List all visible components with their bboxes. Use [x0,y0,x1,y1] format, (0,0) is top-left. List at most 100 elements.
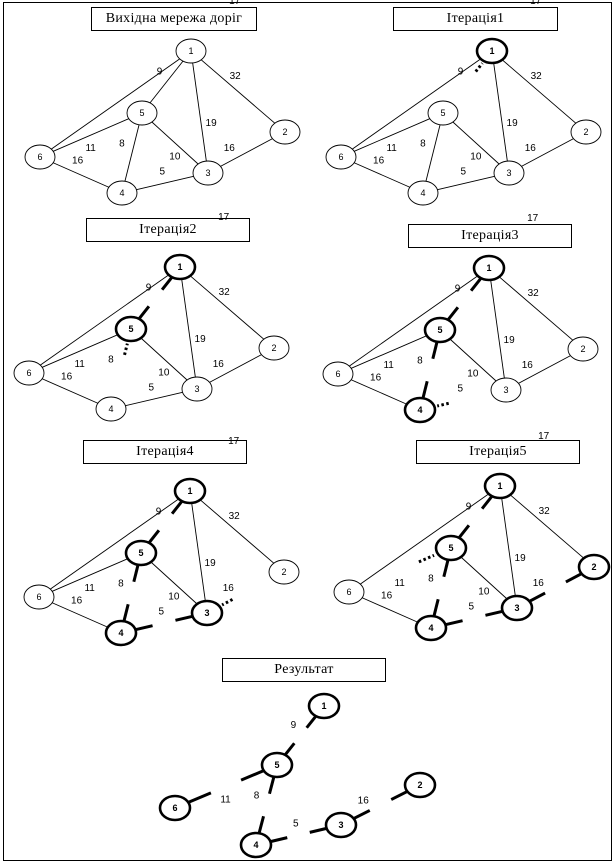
edge-weight-label: 10 [478,586,490,597]
edge-3-2 [528,591,546,603]
node-label: 1 [187,486,192,496]
edge-3-2 [565,572,583,584]
edge-4-3 [485,609,503,617]
edge-5-3 [150,561,198,605]
edge-weight-label: 10 [467,368,479,379]
edge-3-2 [209,354,262,383]
node-3 [190,599,224,627]
edge-weight-label: 16 [358,795,370,806]
node-6 [325,144,357,170]
edge-6-4 [353,162,411,188]
edge-weight-label: 9 [146,282,152,293]
edge-1-5 [469,277,483,292]
edge-5-4 [442,559,450,578]
edge-weight-label: 8 [108,355,114,366]
edge-weight-label: 16 [213,359,225,370]
node-label: 4 [420,188,425,198]
edge-weight-label: 9 [455,283,461,294]
panel-title: Результат [222,658,386,682]
edge-weight-label: 16 [72,155,84,166]
node-label: 5 [274,760,279,770]
edge-weight-label: 32 [219,287,231,298]
node-label: 6 [36,592,41,602]
edge-weight-label: 10 [158,367,170,378]
edge-weight-label: 17 [229,0,241,7]
node-label: 1 [486,263,491,273]
node-label: 1 [177,262,182,272]
edge-1-5 [305,715,318,729]
edge-weight-label: 9 [458,66,464,77]
edge-1-2 [501,59,577,124]
node-label: 5 [138,548,143,558]
edge-3-2 [220,138,273,167]
edge-weight-label: 16 [381,590,393,601]
edge-weight-label: 10 [169,151,181,162]
node-6 [158,794,192,822]
node-label: 1 [188,46,193,56]
edge-weight-label: 5 [469,601,475,612]
node-label: 2 [417,780,422,790]
node-label: 3 [514,603,519,613]
edge-5-3 [151,121,199,165]
edge-weight-label: 19 [507,118,519,129]
node-3 [324,811,358,839]
node-4 [414,614,448,642]
edge-weight-label: 11 [383,360,394,371]
edge-weight-label: 17 [530,0,542,7]
edge-1-5 [480,495,494,510]
edge-weight-label: 5 [293,818,299,829]
edge-5-6 [240,769,265,782]
node-label: 6 [346,587,351,597]
edge-weight-label: 32 [528,288,540,299]
edge-weight-label: 5 [160,166,166,177]
node-4 [104,619,138,647]
edge-4-3 [270,836,288,844]
edge-weight-label: 5 [149,382,155,393]
edge-weight-label: 9 [291,720,297,731]
node-5 [427,100,459,126]
panel-title: Ітерація5 [416,440,580,464]
node-label: 4 [118,628,123,638]
edge-5-6 [52,558,128,592]
edge-weight-label: 32 [531,71,543,82]
node-2 [403,771,437,799]
node-label: 6 [172,803,177,813]
edge-1-5 [149,60,184,104]
figure-frame [3,2,612,861]
node-2 [269,119,301,145]
edge-1-2 [189,275,265,340]
node-label: 4 [119,188,124,198]
edge-5-4 [425,124,441,182]
edge-weight-label: 16 [525,143,537,154]
edge-1-5 [457,524,471,539]
edge-1-2 [200,59,276,124]
node-label: 6 [338,152,343,162]
node-5 [114,315,148,343]
node-label: 6 [335,369,340,379]
node-label: 4 [253,840,258,850]
panel-title: Ітерація3 [408,224,572,248]
edge-4-3 [125,391,183,407]
edge-weight-label: 16 [224,143,236,154]
edge-weight-label: 8 [428,574,434,585]
node-label: 5 [448,543,453,553]
node-4 [407,180,439,206]
edge-5-4 [432,598,440,617]
edge-1-5 [147,529,161,544]
edge-5-4 [268,776,276,795]
edge-6-4 [52,162,110,188]
node-5 [126,100,158,126]
edge-5-4 [124,124,140,182]
edge-weight-label: 11 [84,583,95,594]
edge-3-2 [352,809,371,820]
node-3 [500,594,534,622]
edge-5-3 [449,338,497,382]
edge-weight-label: 32 [230,71,242,82]
node-1 [163,253,197,281]
edge-5-3 [140,337,188,381]
edge-5-6 [418,553,435,564]
